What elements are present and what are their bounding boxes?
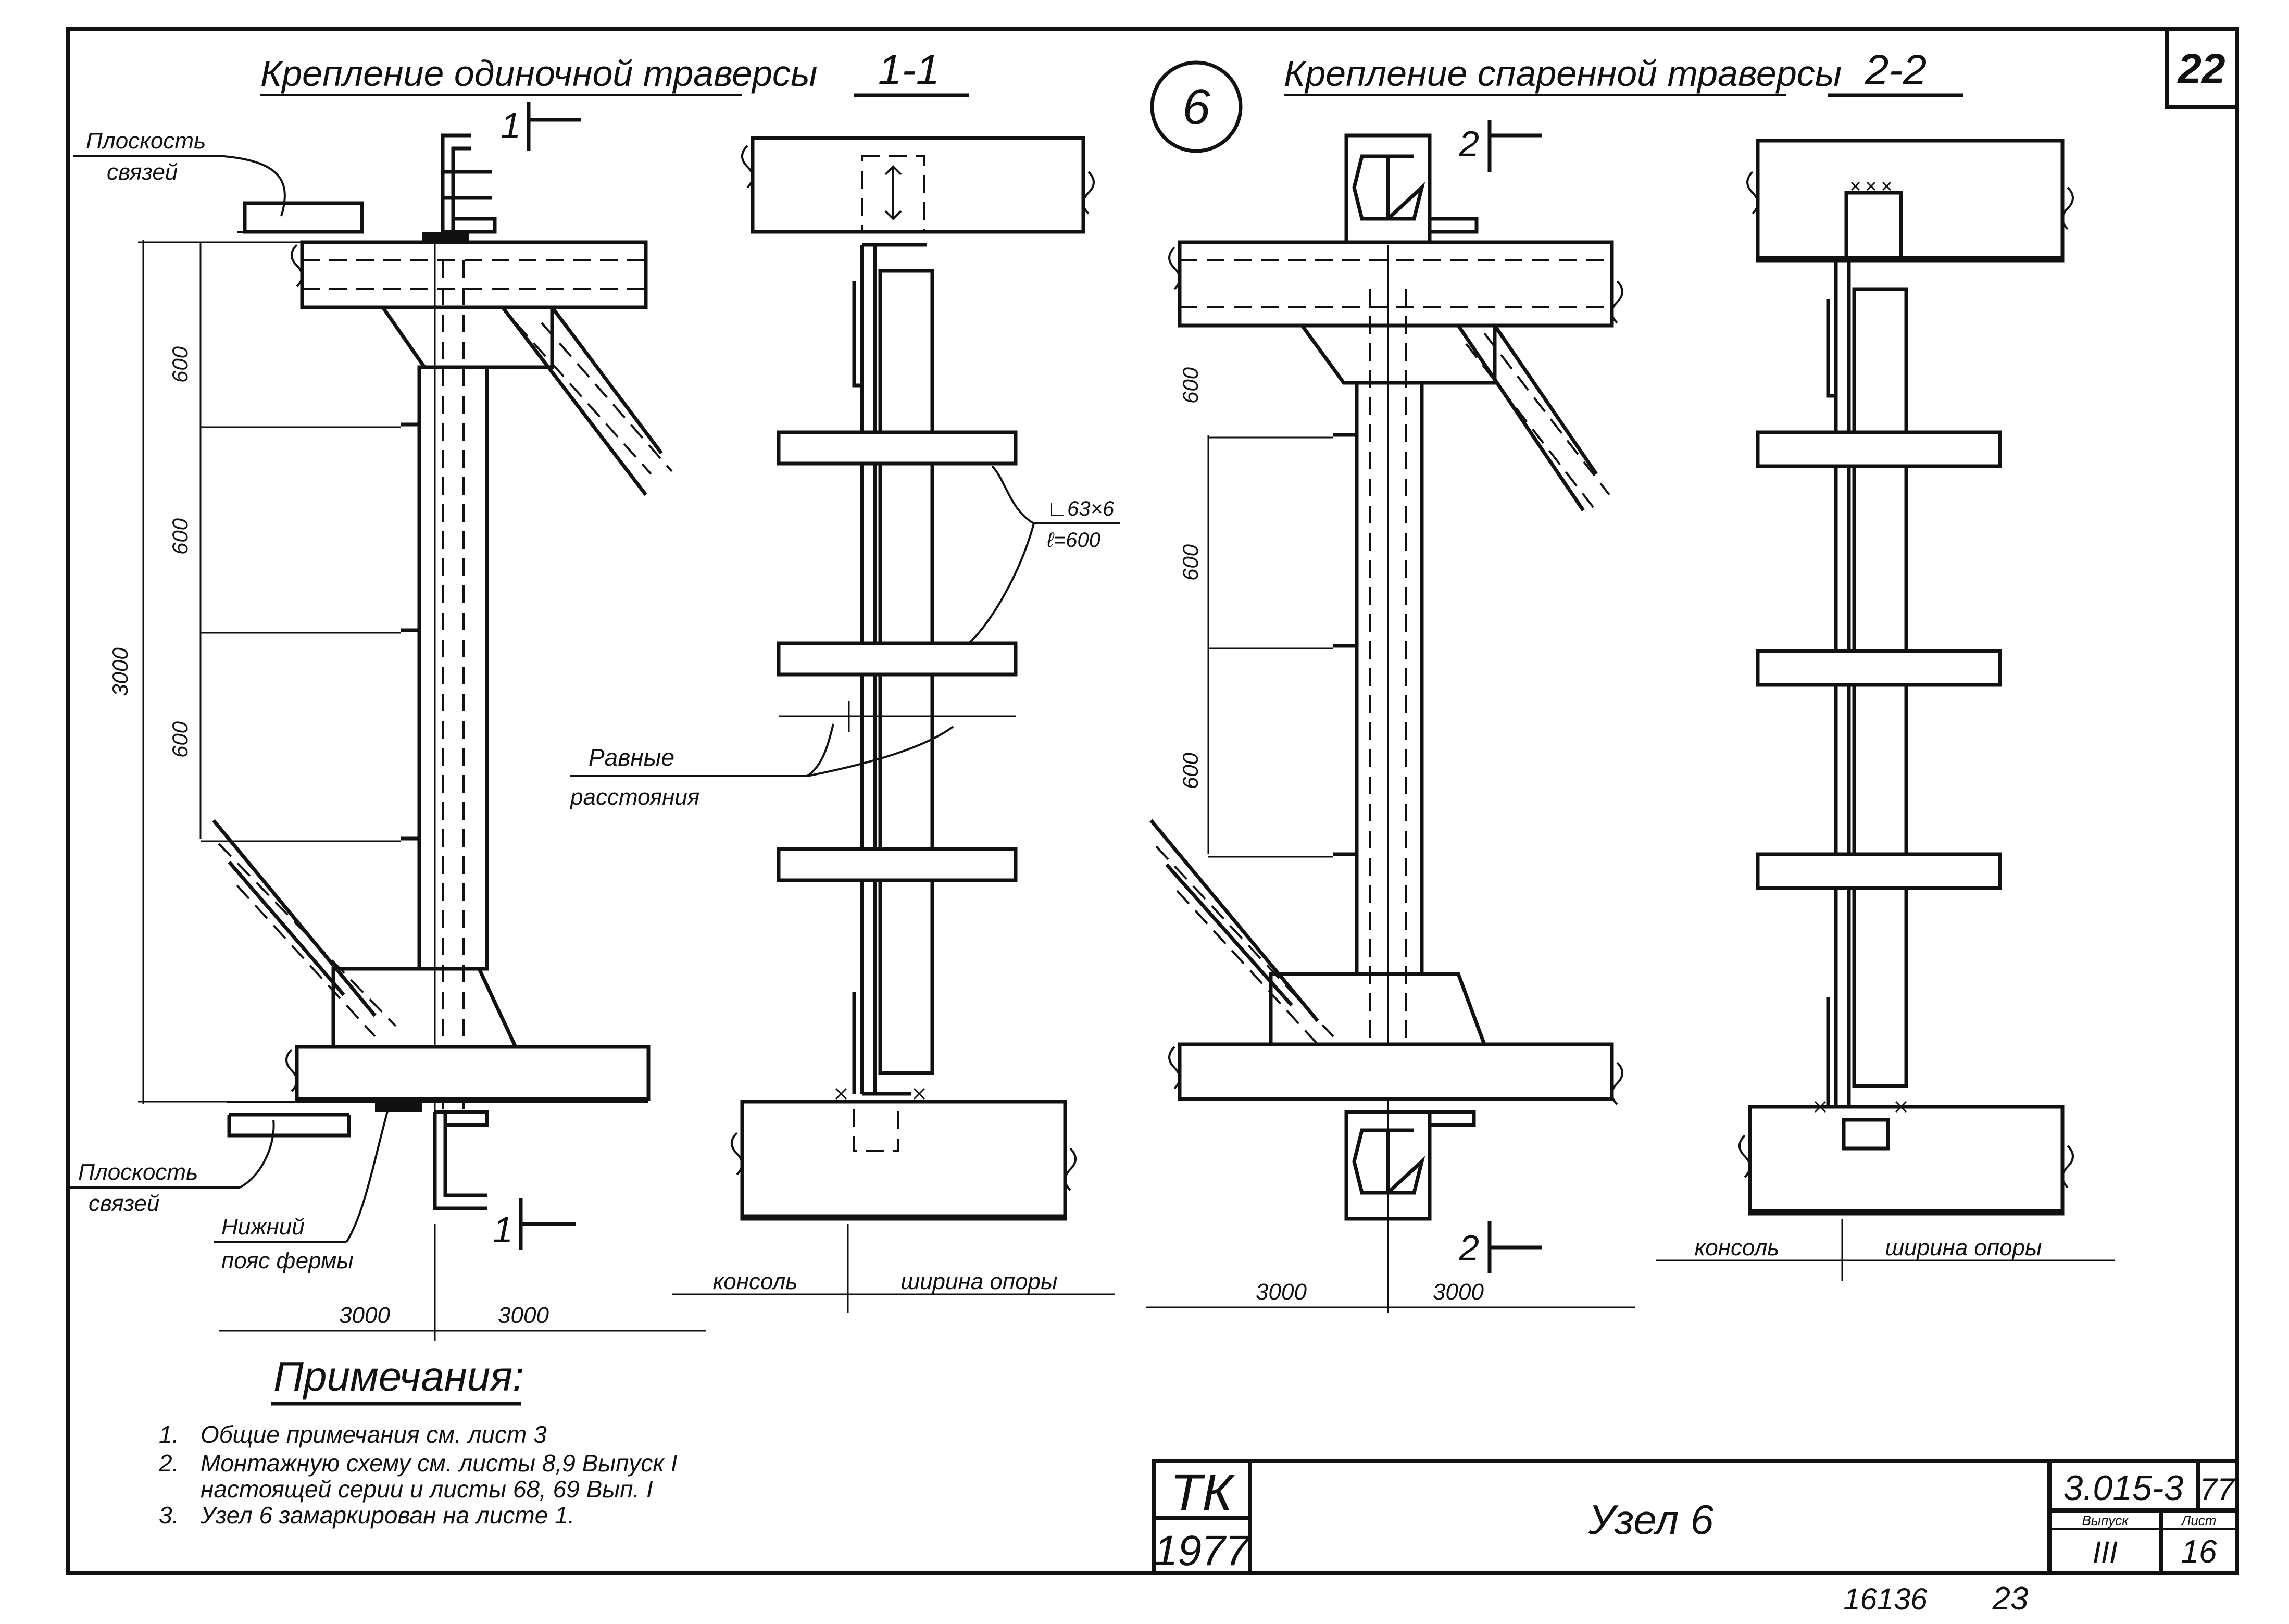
notes-block: Примечания: 1. Общие примечания см. лист… [158, 1353, 678, 1529]
label-angle-spec-1: ∟63×6 [1047, 497, 1115, 520]
note-3-num: 3. [159, 1502, 179, 1529]
title-block-sheet-value: 16 [2181, 1534, 2217, 1570]
label-support-width-2: ширина опоры [1885, 1235, 2042, 1260]
label-equal-dist-1: Равные [589, 744, 674, 771]
cut-1-bottom: 1 [493, 1209, 513, 1250]
title-block-series: 3.015-3 [2063, 1468, 2184, 1508]
note-2-line-2: настоящей серии и листы 68, 69 Вып. I [201, 1476, 653, 1503]
footer-num: 23 [1992, 1581, 2029, 1617]
label-console-2: консоль [1695, 1235, 1780, 1260]
notes-heading: Примечания: [273, 1353, 524, 1400]
note-1-line-1: Общие примечания см. лист 3 [201, 1421, 547, 1448]
dim-left-600-c: 600 [168, 721, 192, 758]
view-double-traverse: 2 2 [1146, 120, 1635, 1313]
dim-left-600-b: 600 [168, 518, 192, 555]
dim-bottom-mid-b: 3000 [1433, 1279, 1484, 1305]
dim-left-total: 3000 [108, 647, 132, 696]
dim-bottom-left-a: 3000 [339, 1303, 390, 1328]
node-label: 6 [1182, 79, 1210, 135]
view-section-2-2 [1656, 139, 2115, 1281]
dim-bottom-mid-a: 3000 [1256, 1279, 1307, 1305]
cut-1-top: 1 [501, 105, 521, 146]
label-plane-bottom-2: связей [89, 1191, 159, 1216]
title-single-traverse: Крепление одиночной траверсы [260, 53, 818, 94]
note-2-line-1: Монтажную схему см. листы 8,9 Выпуск I [201, 1450, 678, 1477]
title-block-year: 1977 [1154, 1527, 1251, 1575]
footer-code: 16136 [1843, 1582, 1928, 1616]
section-1-1-title: 1-1 [878, 46, 940, 94]
label-lower-chord-1: Нижний [221, 1214, 305, 1240]
note-2-num: 2. [158, 1450, 179, 1477]
label-plane-top-2: связей [107, 159, 178, 185]
label-plane-bottom-1: Плоскость [78, 1159, 198, 1185]
title-block-issue-value: III [2093, 1535, 2118, 1569]
note-1-num: 1. [159, 1421, 179, 1448]
label-equal-dist-2: расстояния [569, 784, 699, 810]
dim-bottom-left-b: 3000 [498, 1303, 549, 1328]
dim-mid-600-b: 600 [1178, 544, 1203, 581]
view-single-traverse: 1 1 [138, 102, 706, 1341]
title-block-title: Узел 6 [1588, 1496, 1714, 1543]
node-circle [1150, 60, 1243, 153]
view-section-1-1 [672, 136, 1115, 1313]
dim-mid-600-c: 600 [1178, 752, 1203, 789]
section-2-2-title: 2-2 [1865, 46, 1927, 94]
title-block-org: ТК [1170, 1464, 1235, 1522]
title-block-series-suffix: 77 [2200, 1472, 2236, 1507]
label-angle-spec-2: ℓ=600 [1046, 529, 1100, 552]
dim-left-600-a: 600 [168, 346, 192, 383]
cut-2-top: 2 [1458, 123, 1479, 164]
label-plane-top-1: Плоскость [86, 128, 206, 154]
note-3-line-1: Узел 6 замаркирован на листе 1. [200, 1502, 574, 1529]
title-double-traverse: Крепление спаренной траверсы [1284, 53, 1842, 94]
title-block-issue-label: Выпуск [2082, 1513, 2129, 1528]
sheet-number-box [2165, 27, 2239, 109]
dim-mid-600-a: 600 [1178, 367, 1203, 404]
label-support-width-1: ширина опоры [901, 1269, 1058, 1294]
sheet-number: 22 [2177, 45, 2225, 93]
title-block-sheet-label: Лист [2181, 1513, 2217, 1528]
cut-2-bottom: 2 [1458, 1228, 1479, 1268]
label-lower-chord-2: пояс фермы [221, 1248, 354, 1273]
label-console-1: консоль [713, 1269, 798, 1294]
title-block [1152, 1459, 2239, 1575]
